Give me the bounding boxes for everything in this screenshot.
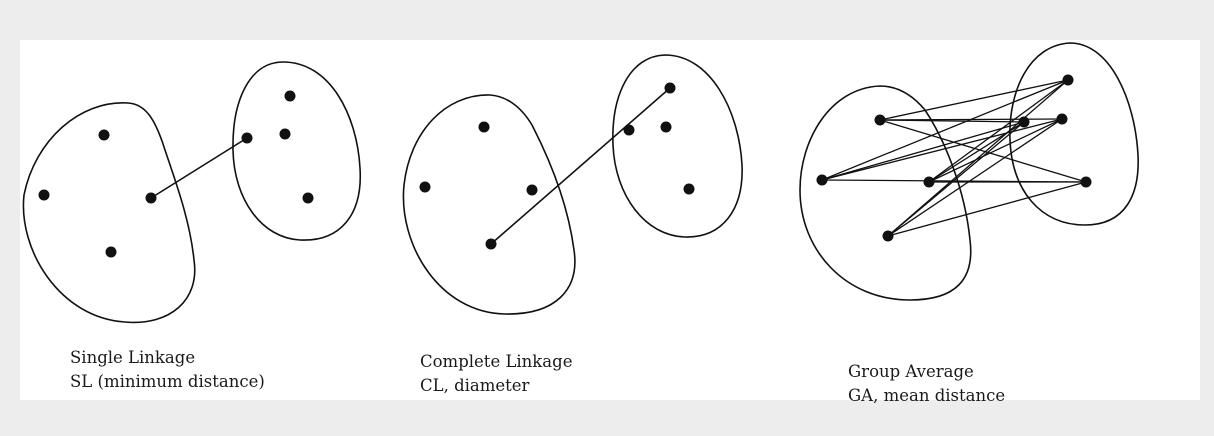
sl-link-line [150,137,248,199]
complete-linkage-caption: Complete Linkage CL, diameter [420,350,572,398]
data-point [874,114,886,126]
data-point [923,176,935,188]
sl-cluster-left-outline [22,102,196,324]
data-point [105,246,117,258]
data-point [419,181,431,193]
diagram-background [20,40,1200,400]
data-point [38,189,50,201]
caption-subtitle: GA, mean distance [848,386,1006,405]
data-point [1062,74,1074,86]
ga-link-line [887,118,1063,237]
group-average-caption: Group Average GA, mean distance [848,360,1005,408]
ga-link-line [887,181,1087,237]
cl-cluster-left-outline [402,94,576,315]
data-point [302,192,314,204]
caption-title: Complete Linkage [420,352,573,371]
data-point [882,230,894,242]
data-point [98,129,110,141]
ga-link-line [879,79,1069,121]
caption-subtitle: SL (minimum distance) [70,372,265,391]
data-point [683,183,695,195]
caption-title: Single Linkage [70,348,196,367]
ga-cluster-left-outline [799,85,972,301]
data-point [623,124,635,136]
data-point [485,238,497,250]
cl-cluster-right-outline [612,54,743,238]
ga-link-line [887,79,1069,237]
data-point [1056,113,1068,125]
data-point [816,174,828,186]
caption-subtitle: CL, diameter [420,376,530,395]
ga-cluster-right-outline [1009,42,1139,226]
ga-link-line [887,121,1025,237]
data-point [660,121,672,133]
ga-link-line [928,118,1063,183]
data-point [664,82,676,94]
data-point [1018,116,1030,128]
data-point [284,90,296,102]
data-point [526,184,538,196]
single-linkage-caption: Single Linkage SL (minimum distance) [70,346,265,394]
caption-title: Group Average [848,362,974,381]
cl-link-line [490,87,671,245]
ga-link-lines [821,79,1087,237]
data-point [478,121,490,133]
ga-link-line [821,118,1063,181]
ga-link-line [879,119,1087,183]
data-point [1080,176,1092,188]
sl-cluster-right-outline [232,61,362,241]
ga-link-line [821,79,1069,181]
data-point [145,192,157,204]
data-point [279,128,291,140]
ga-link-line [928,79,1069,183]
ga-link-line [821,121,1025,181]
data-point [241,132,253,144]
